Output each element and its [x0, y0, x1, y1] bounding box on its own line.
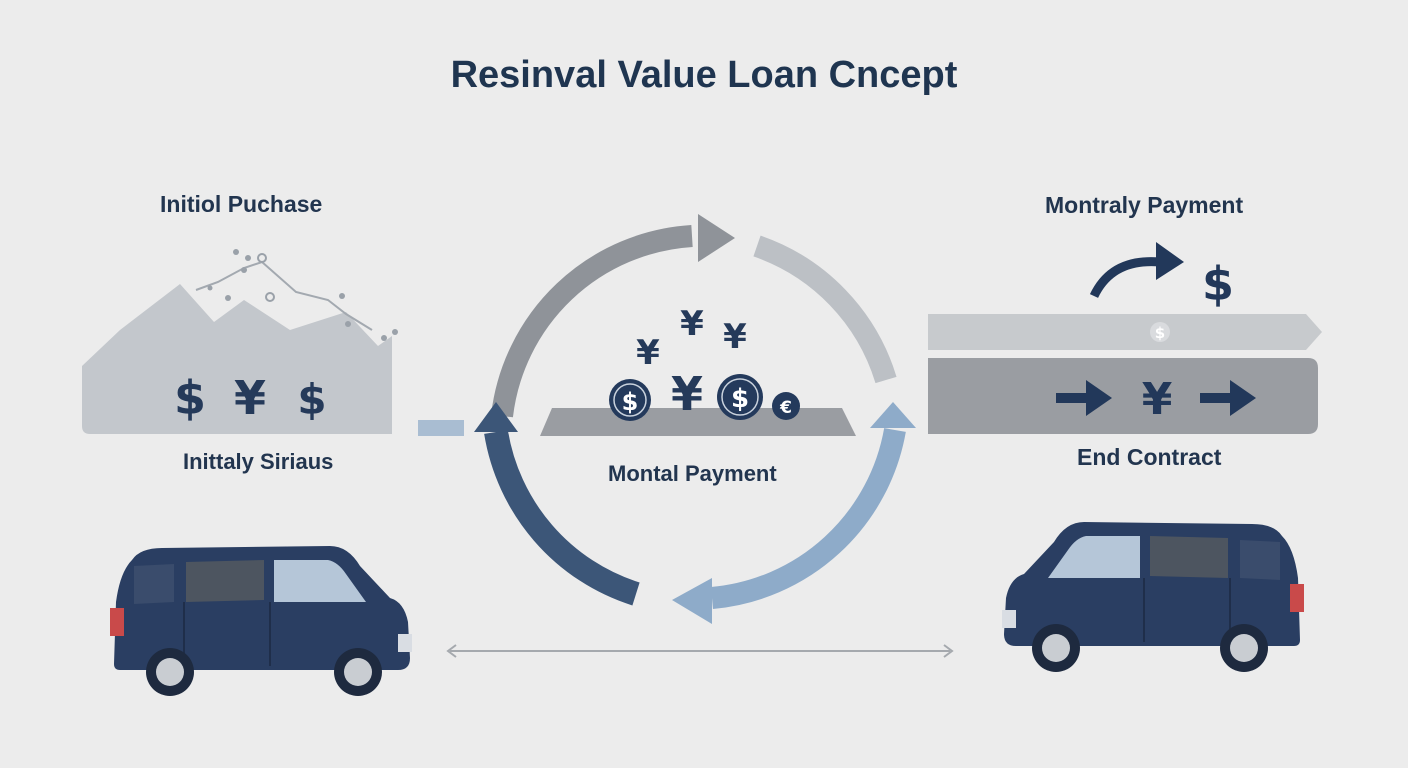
initial-purchase-block — [82, 249, 398, 434]
initial-purchase-label: Initiol Puchase — [160, 191, 323, 217]
light-blue-arc-arrow — [710, 428, 906, 609]
yen-icon: ¥ — [723, 317, 747, 357]
right-thin-bar: $ — [928, 314, 1322, 350]
dollar-icon: $ — [622, 388, 639, 416]
center-payment-label: Montal Payment — [608, 461, 777, 486]
right-arrow-icon — [1200, 380, 1256, 416]
dark-blue-arc-arrow — [484, 429, 640, 606]
dollar-icon: $ — [731, 384, 749, 414]
right-gray-bar: ¥ — [928, 358, 1318, 434]
monthly-payment-label: Montraly Payment — [1045, 192, 1244, 218]
yen-icon: ¥ — [234, 371, 266, 425]
van-icon — [1001, 521, 1305, 673]
right-payment-graphic: $ — [1089, 242, 1234, 311]
end-contract-label: End Contract — [1077, 444, 1222, 470]
yen-icon: ¥ — [671, 367, 703, 421]
center-floating-symbols: ¥ ¥ ¥ — [636, 304, 747, 373]
center-coin-platform: $ ¥ $ € — [540, 367, 856, 436]
light-gray-arc — [753, 235, 897, 384]
yen-icon: ¥ — [680, 304, 704, 344]
euro-icon: € — [779, 398, 792, 418]
connector-dash — [418, 420, 464, 436]
light-blue-up-arrowhead-icon — [870, 402, 916, 428]
right-arrow-icon — [1056, 380, 1112, 416]
curved-arrowhead-icon — [1156, 242, 1184, 280]
gray-arc-arrow — [491, 225, 693, 418]
dollar-icon: $ — [174, 371, 206, 425]
dollar-icon: $ — [1202, 257, 1234, 311]
van-icon — [109, 545, 413, 697]
light-blue-arrowhead-icon — [672, 578, 712, 624]
initial-surplus-label: Inittaly Siriaus — [183, 449, 334, 474]
yen-icon: ¥ — [636, 333, 660, 373]
diagram-title: Resinval Value Loan Cncept — [450, 54, 958, 96]
gray-arrowhead-icon — [698, 214, 735, 262]
yen-icon: ¥ — [1142, 374, 1173, 425]
dollar-icon: $ — [297, 375, 326, 424]
left-currency-symbols: $ ¥ $ — [174, 371, 327, 425]
cycle-arrows — [474, 214, 916, 624]
curved-arrow-icon — [1089, 257, 1161, 299]
dark-blue-arrowhead-icon — [474, 402, 518, 432]
dollar-icon: $ — [1155, 324, 1165, 342]
